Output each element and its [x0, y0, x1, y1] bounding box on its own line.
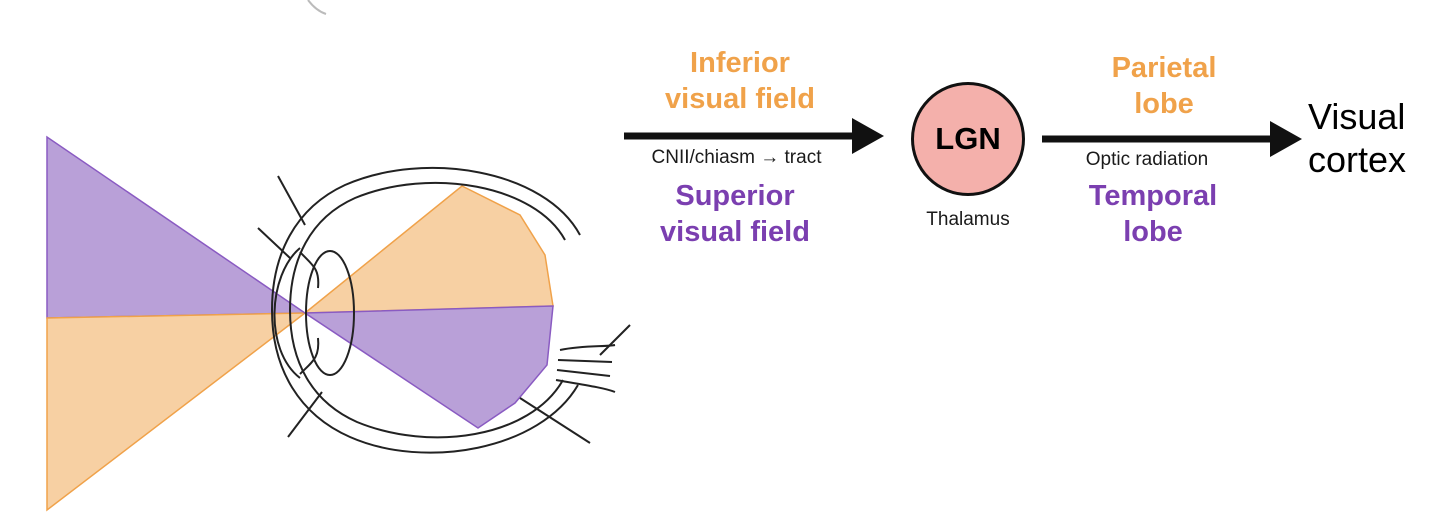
thalamus-label: Thalamus [926, 209, 1010, 230]
superior-field-projection-retina [302, 305, 554, 429]
arrow-optic-radiation-head [1270, 121, 1302, 157]
optic-nerve-mid1 [557, 359, 613, 363]
visual-cortex-label: Visual cortex [1308, 96, 1407, 181]
iris-lower [299, 337, 320, 375]
superior-visual-field-label: Superior visual field [660, 180, 810, 249]
inferior-visual-field-label: Inferior visual field [665, 47, 815, 116]
temporal-lobe-label: Temporal lobe [1088, 180, 1218, 249]
pointer-line-1 [277, 175, 306, 226]
inferior-field-cone-outside [46, 312, 308, 512]
eye-anatomy [257, 0, 631, 454]
visual-field-cones [46, 135, 554, 512]
optic-nerve-upper [559, 344, 616, 351]
superior-field-cone-outside [46, 135, 308, 319]
optic-radiation-label: Optic radiation [1085, 149, 1209, 170]
lens [305, 250, 355, 376]
pointer-line-3 [287, 391, 323, 438]
optic-nerve-lower [555, 379, 616, 393]
iris-upper [299, 251, 320, 289]
parietal-lobe-label: Parietal lobe [1111, 52, 1217, 121]
optic-nerve-mid2 [556, 369, 611, 377]
arrow-optic-nerve-head [852, 118, 884, 154]
cornea [273, 247, 301, 379]
arrows [624, 118, 1302, 157]
pointer-line-4 [519, 397, 591, 444]
eye-sclera-outer [270, 167, 581, 454]
corner-scribble [307, 0, 327, 15]
cn2-chiasm-tract-label: CNII/chiasm → tract [651, 147, 822, 168]
eye-sclera-inner [288, 181, 566, 439]
pointer-line-5 [599, 324, 631, 356]
pointer-line-2 [257, 227, 291, 259]
lgn-node: LGN [911, 82, 1025, 196]
